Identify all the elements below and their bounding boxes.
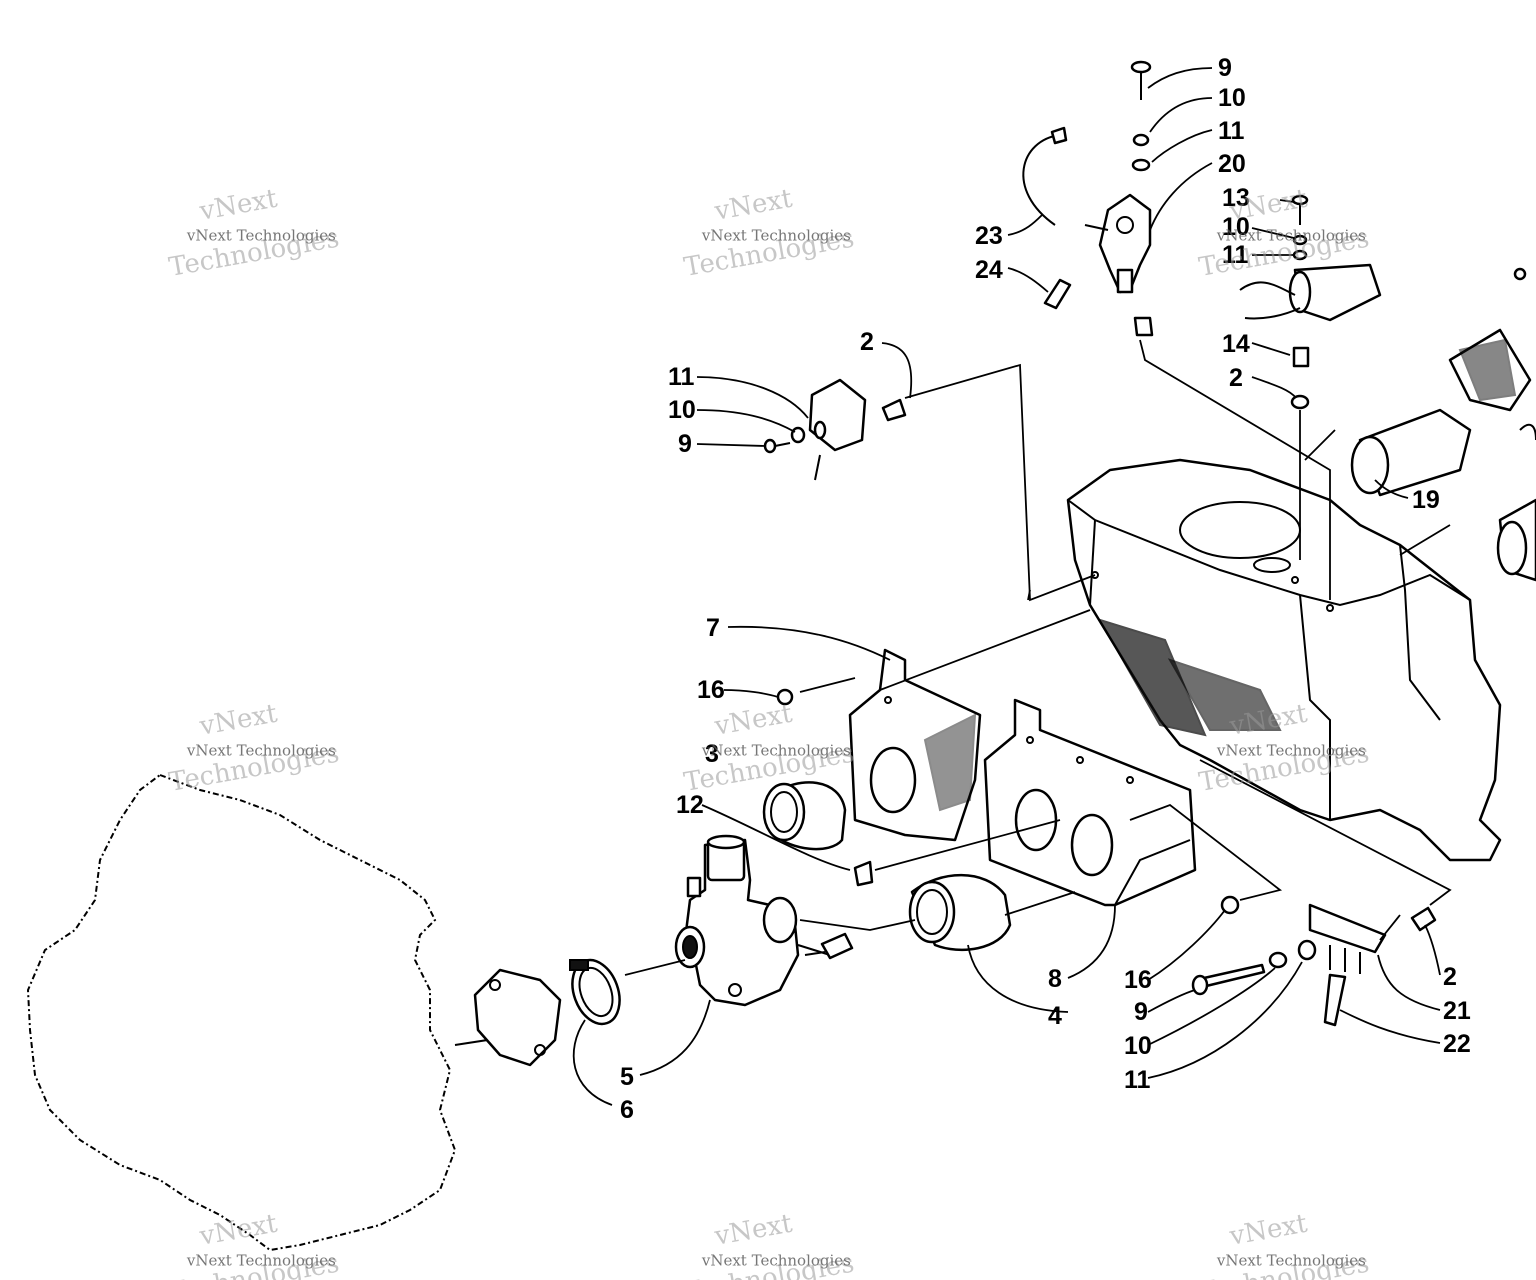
svg-text:vNext: vNext: [196, 1209, 279, 1252]
svg-text:vNext Technologies: vNext Technologies: [701, 742, 851, 760]
carb-connector: [804, 932, 854, 960]
intake-boot-upper: [762, 781, 847, 851]
top-fasteners: [1130, 60, 1154, 337]
svg-text:vNext Technologies: vNext Technologies: [701, 1252, 851, 1270]
callout-22: 22: [1443, 1030, 1471, 1058]
callout-9-left: 9: [678, 430, 692, 458]
svg-text:vNext Technologies: vNext Technologies: [186, 1252, 336, 1270]
clamp-ring: [569, 958, 621, 1026]
callout-7: 7: [706, 614, 720, 642]
svg-text:vNext Technologies: vNext Technologies: [186, 742, 336, 760]
watermark: vNext Technologies vNext Technologies: [167, 184, 342, 283]
watermark: vNext Technologies vNext Technologies: [167, 699, 342, 798]
callout-3: 3: [705, 740, 719, 768]
callout-16-bottom: 16: [1124, 966, 1152, 994]
callout-10-right: 10: [1222, 213, 1250, 241]
small-valve: [763, 378, 907, 481]
callout-13: 13: [1222, 184, 1250, 212]
callout-9-bottom: 9: [1134, 998, 1148, 1026]
callout-2-right: 2: [1229, 364, 1243, 392]
callout-21: 21: [1443, 997, 1471, 1025]
mount-plate-7: [848, 648, 982, 842]
callout-10-left: 10: [668, 396, 696, 424]
callout-6: 6: [620, 1096, 634, 1124]
callout-16-top: 16: [697, 676, 725, 704]
callout-12: 12: [676, 791, 704, 819]
assembly-lines: [624, 339, 1452, 976]
callout-11-left: 11: [668, 363, 695, 391]
callout-leaders: [572, 67, 1441, 1106]
watermark: vNext Technologies vNext Technologies: [682, 699, 857, 798]
callout-11-right: 11: [1222, 241, 1249, 269]
callout-11-bottom: 11: [1124, 1066, 1151, 1094]
watermark: vNext Technologies vNext Technologies: [682, 1209, 857, 1280]
intake-tube-19: [1350, 328, 1532, 497]
callout-9-top: 9: [1218, 54, 1232, 82]
callout-10-bottom: 10: [1124, 1032, 1152, 1060]
fuel-hose: [1022, 126, 1068, 226]
callout-2-bottom: 2: [1443, 963, 1457, 991]
watermark: vNext Technologies vNext Technologies: [167, 1209, 342, 1280]
intake-boot: [908, 873, 1012, 952]
callout-2-left: 2: [860, 328, 874, 356]
svg-text:vNext: vNext: [711, 184, 794, 227]
primer-solenoid: [1239, 194, 1527, 410]
fuel-fitting: [1043, 278, 1072, 310]
callout-23: 23: [975, 222, 1003, 250]
watermark: vNext Technologies vNext Technologies: [682, 184, 857, 283]
intake-tube-right: [1496, 423, 1536, 582]
svg-text:vNext Technologies: vNext Technologies: [1216, 742, 1366, 760]
svg-text:vNext: vNext: [711, 1209, 794, 1252]
air-silencer-box: [1066, 458, 1502, 862]
svg-text:vNext: vNext: [1226, 1209, 1309, 1252]
svg-text:vNext Technologies: vNext Technologies: [701, 227, 851, 245]
callout-labels: 9 10 11 20 23 24 13 10 11 14 2 19 2 11 1…: [620, 54, 1471, 1124]
callout-8: 8: [1048, 965, 1062, 993]
svg-text:vNext Technologies: vNext Technologies: [186, 227, 336, 245]
callout-20: 20: [1218, 150, 1246, 178]
callout-24: 24: [975, 256, 1003, 284]
callout-14: 14: [1222, 330, 1250, 358]
svg-text:vNext Technologies: vNext Technologies: [1216, 1252, 1366, 1270]
callout-10-top: 10: [1218, 84, 1246, 112]
watermark: vNext Technologies vNext Technologies: [1197, 1209, 1372, 1280]
callout-19: 19: [1412, 486, 1440, 514]
svg-text:vNext: vNext: [196, 184, 279, 227]
svg-text:vNext: vNext: [196, 699, 279, 742]
svg-text:vNext: vNext: [711, 699, 794, 742]
engine-outline: [26, 773, 521, 1252]
mount-plate-8: [983, 698, 1197, 907]
callout-4: 4: [1048, 1002, 1062, 1030]
carburetor: [674, 834, 831, 1007]
distribution-block: [1191, 903, 1437, 1027]
svg-text:vNext Technologies: vNext Technologies: [1216, 227, 1366, 245]
intake-flange: [473, 968, 562, 1067]
callout-11-top: 11: [1218, 117, 1245, 145]
callout-5: 5: [620, 1063, 634, 1091]
fuel-pump: [1084, 193, 1152, 294]
